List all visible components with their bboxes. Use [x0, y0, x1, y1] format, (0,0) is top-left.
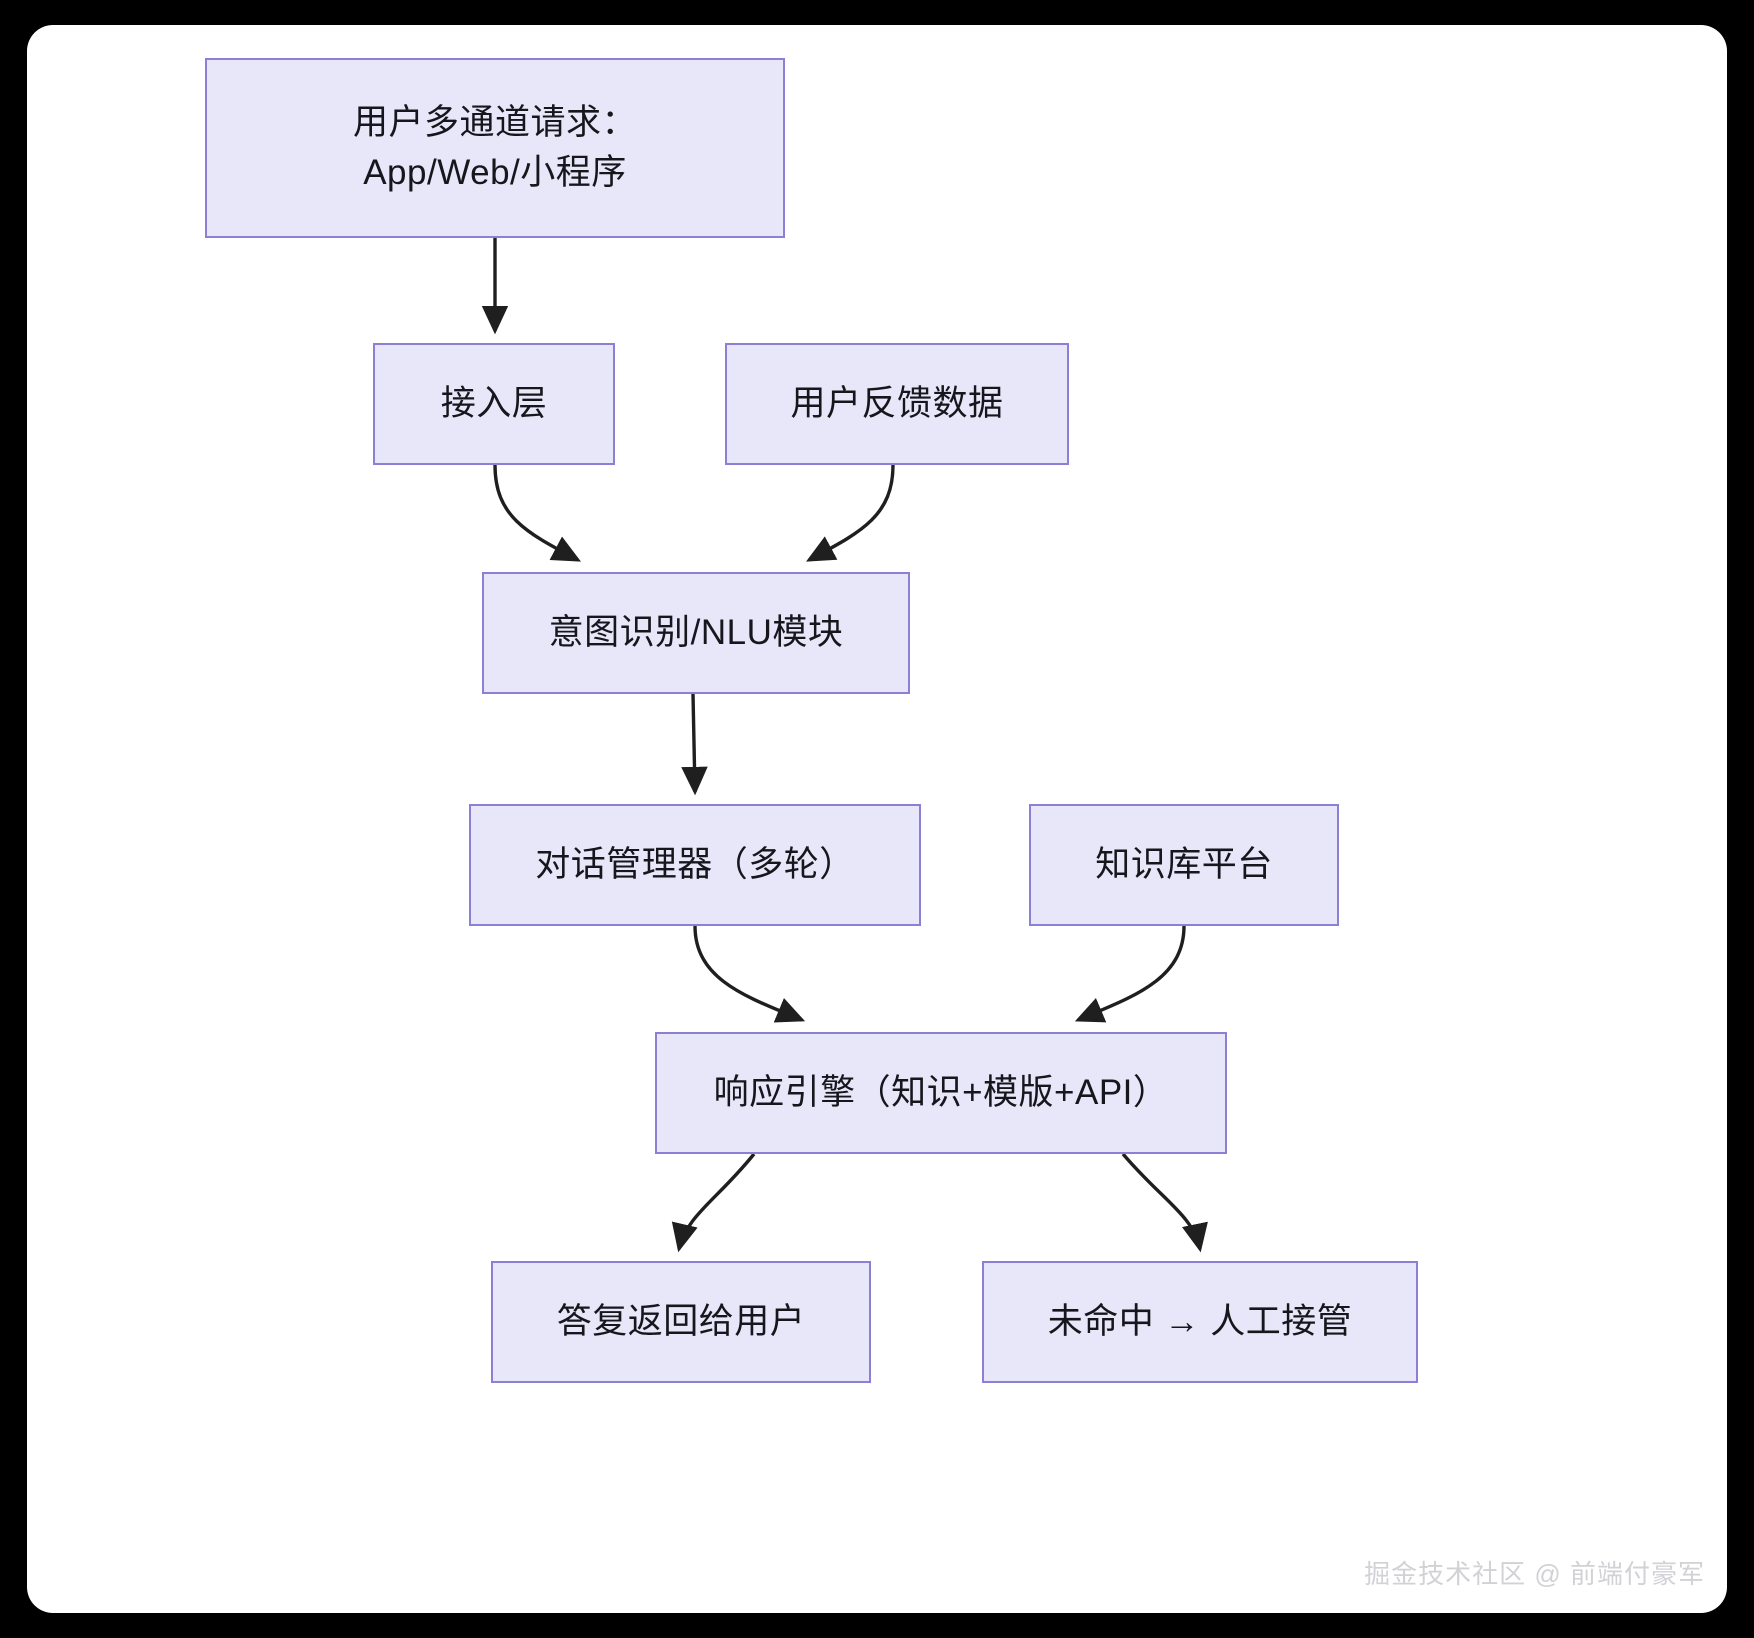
- node-knowledge-platform[interactable]: 知识库平台: [1029, 804, 1339, 926]
- edge-dialog-to-response: [693, 925, 806, 1023]
- flowchart: 用户多通道请求： App/Web/小程序 接入层 用户反馈数据 意图识别/NLU…: [27, 25, 1727, 1613]
- node-dialog-manager[interactable]: 对话管理器（多轮）: [469, 804, 921, 926]
- edge-access-to-nlu: [493, 464, 582, 562]
- edge-knowledge-to-response: [1074, 925, 1186, 1023]
- edge-response-to-reply: [671, 1152, 756, 1253]
- node-reply-to-user[interactable]: 答复返回给用户: [491, 1261, 871, 1383]
- node-response-engine[interactable]: 响应引擎（知识+模版+API）: [655, 1032, 1227, 1154]
- node-user-request[interactable]: 用户多通道请求： App/Web/小程序: [205, 58, 785, 238]
- edge-response-to-manual: [1121, 1152, 1208, 1253]
- node-feedback-data[interactable]: 用户反馈数据: [725, 343, 1069, 465]
- watermark-text: 掘金技术社区 @ 前端付豪军: [1364, 1559, 1705, 1589]
- node-manual-takeover[interactable]: 未命中 → 人工接管: [982, 1261, 1418, 1383]
- node-nlu-module[interactable]: 意图识别/NLU模块: [482, 572, 910, 694]
- diagram-canvas: 用户多通道请求： App/Web/小程序 接入层 用户反馈数据 意图识别/NLU…: [27, 25, 1727, 1613]
- edge-nlu-to-dialog: [681, 693, 708, 796]
- node-access-layer[interactable]: 接入层: [373, 343, 615, 465]
- edge-feedback-to-nlu: [806, 464, 895, 562]
